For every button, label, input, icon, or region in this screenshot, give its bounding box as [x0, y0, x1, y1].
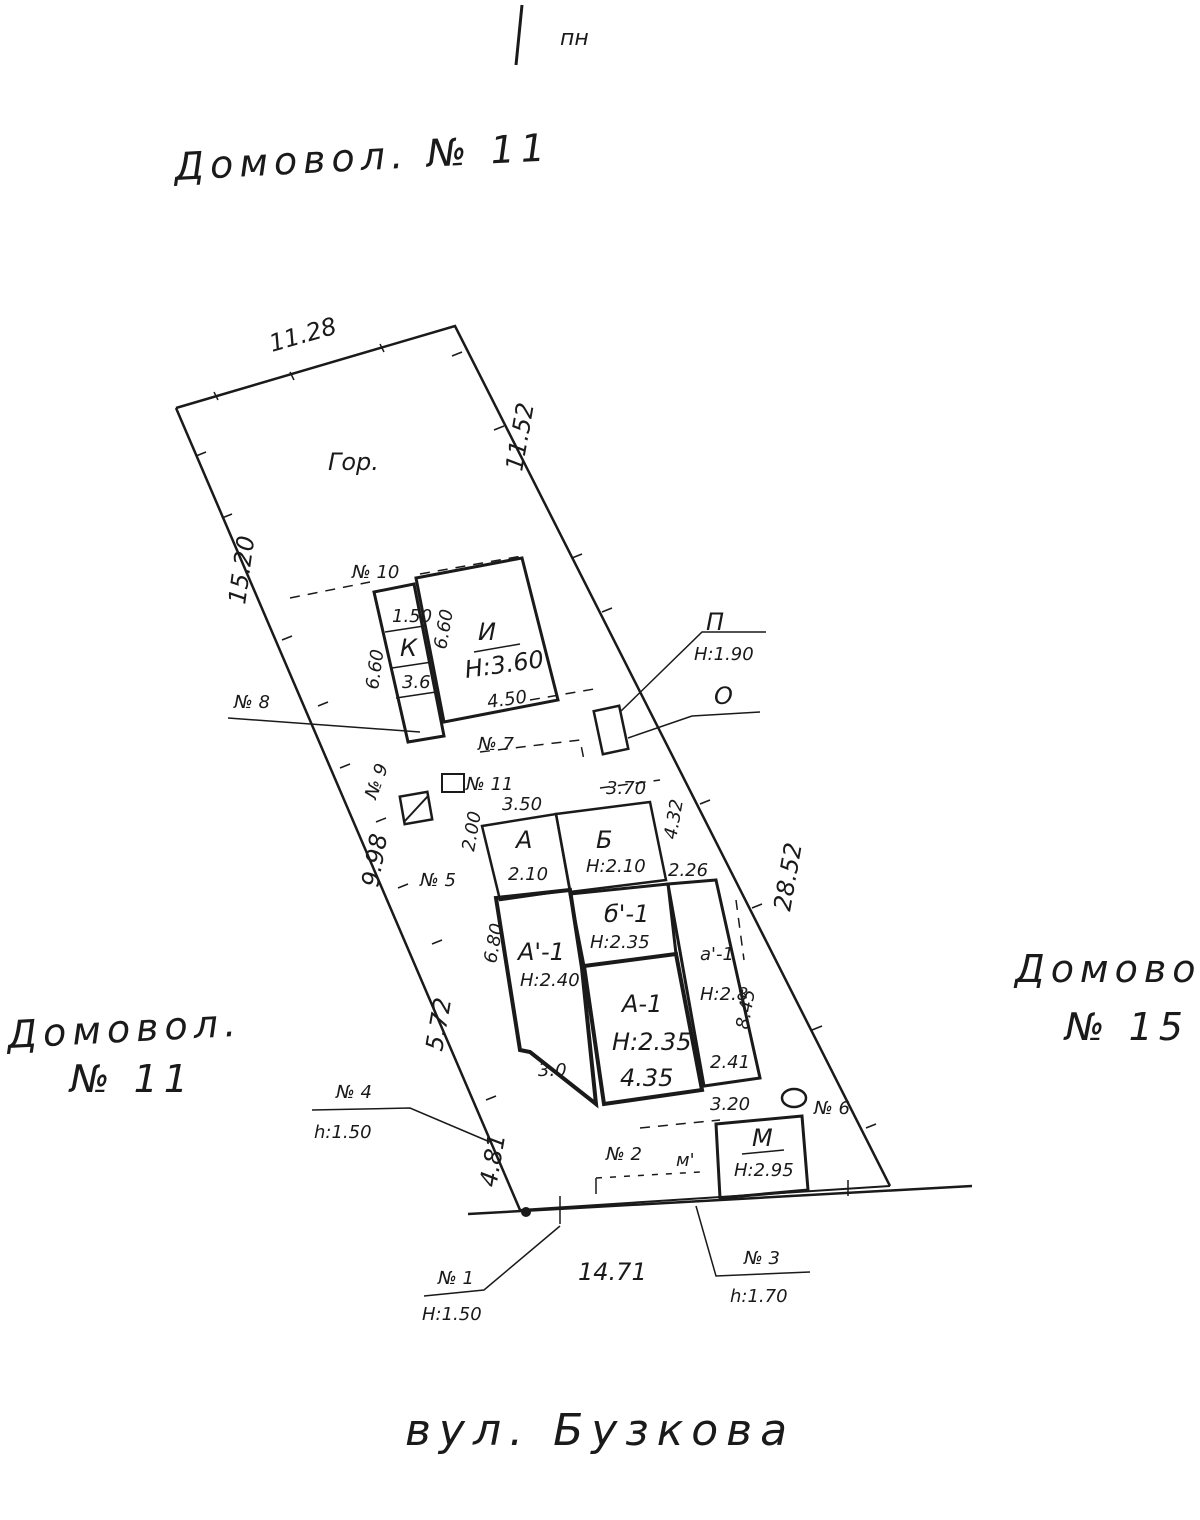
building-a-right-height: Н:2.8: [700, 984, 748, 1005]
feature-n10: № 10: [351, 562, 399, 583]
dim-inner-1: 3.50: [502, 794, 542, 815]
neighbor-right-label-2: № 15: [1063, 1005, 1189, 1049]
building-i-width: 4.50: [486, 687, 529, 713]
feature-n1-height: Н:1.50: [422, 1304, 482, 1325]
feature-n4-label: № 4: [335, 1082, 372, 1103]
building-i-name: И: [478, 618, 496, 646]
dim-top: 11.28: [266, 312, 340, 358]
building-a-right-extra: 2.41: [710, 1052, 750, 1073]
feature-n8-label: № 8: [233, 692, 270, 713]
feature-o: О: [627, 682, 761, 739]
dim-inner-5: 3.0: [538, 1060, 567, 1081]
feature-p-height: Н:1.90: [694, 644, 754, 665]
street-label: вул. Бузкова: [405, 1405, 795, 1456]
north-arrow: пн: [514, 4, 589, 66]
building-a1-height: Н:2.35: [612, 1028, 692, 1056]
feature-n10-label: № 10: [351, 562, 399, 583]
garden-label: Гор.: [328, 448, 379, 476]
feature-o-label: О: [714, 682, 733, 710]
dim-inner-7: 2.00: [458, 810, 486, 853]
feature-n2-label: № 2: [605, 1144, 642, 1165]
feature-p: П Н:1.90: [592, 608, 766, 756]
neighbor-top-label: Домовол. № 11: [171, 125, 552, 189]
feature-n5-label: № 5: [419, 870, 456, 891]
feature-n2: № 2: [605, 1144, 642, 1165]
building-a1-width: 4.35: [620, 1064, 673, 1092]
plot-boundary: [174, 324, 973, 1224]
dim-left-bottom: 4.81: [474, 1132, 511, 1189]
dim-inner-2: 3.70: [606, 778, 646, 799]
building-b1-height: Н:2.35: [590, 932, 650, 953]
dim-inner-6: 3.20: [710, 1094, 750, 1115]
dim-right-lower: 28.52: [768, 841, 808, 914]
building-k-name: К: [400, 634, 418, 662]
building-k: 1.50 К 3.6 6.60: [362, 582, 446, 744]
feature-n7: № 7: [477, 734, 514, 755]
feature-n7-label: № 7: [477, 734, 514, 755]
feature-p-label: П: [706, 608, 724, 636]
building-m-tag: м': [676, 1150, 695, 1171]
feature-n9-label: № 9: [361, 761, 393, 803]
building-a-right-name: а'-1: [700, 944, 734, 965]
feature-n4: № 4 h:1.50: [311, 1082, 491, 1143]
neighbor-left-label-2: № 11: [68, 1057, 194, 1101]
building-b1-name: б'-1: [604, 900, 649, 928]
building-a-small-name: А: [514, 826, 532, 854]
neighbor-right-label-1: Домовол: [1013, 947, 1200, 991]
building-b-height: Н:2.10: [586, 856, 646, 877]
dim-left-lower: 5.72: [420, 996, 457, 1053]
building-m-height: Н:2.95: [734, 1160, 794, 1181]
building-i-side: 6.60: [430, 608, 458, 651]
neighbor-left-label-1: Домовол.: [4, 1001, 243, 1057]
north-label: пн: [560, 26, 589, 51]
feature-n9: № 9: [361, 761, 434, 826]
feature-n3: № 3 h:1.70: [695, 1205, 811, 1307]
dim-inner-3: 2.26: [668, 860, 708, 881]
dim-bottom: 14.71: [578, 1258, 647, 1286]
feature-n3-label: № 3: [743, 1248, 780, 1269]
corner-point: [521, 1207, 531, 1217]
building-a-left-height: Н:2.40: [520, 970, 580, 991]
feature-n8: № 8: [227, 692, 421, 733]
building-i-height: Н:3.60: [463, 645, 546, 684]
house-complex: А 2.10 Б Н:2.10 б'-1 Н:2.35 А'-1 Н:2.40 …: [480, 800, 762, 1109]
building-a1-name: А-1: [620, 990, 662, 1018]
feature-n3-height: h:1.70: [730, 1286, 788, 1307]
feature-n11-label: № 11: [465, 774, 513, 795]
building-k-bottom: 3.6: [402, 672, 431, 693]
building-a-left-name: А'-1: [516, 938, 565, 966]
feature-n6: № 6: [780, 1087, 850, 1119]
building-b-name: Б: [596, 826, 612, 854]
feature-n5: № 5: [419, 870, 456, 891]
dim-inner-4: 4.32: [660, 798, 688, 841]
building-m-name: М: [752, 1124, 773, 1152]
building-a-small-height: 2.10: [508, 864, 548, 885]
dim-right-upper: 11.52: [500, 401, 540, 474]
building-m: М Н:2.95 м': [676, 1114, 810, 1200]
feature-n4-height: h:1.50: [314, 1122, 372, 1143]
feature-n11: № 11: [441, 773, 513, 795]
building-k-side: 6.60: [362, 648, 388, 691]
feature-n1: № 1 Н:1.50: [422, 1225, 561, 1325]
feature-n1-label: № 1: [437, 1268, 474, 1289]
feature-n6-label: № 6: [813, 1098, 850, 1119]
